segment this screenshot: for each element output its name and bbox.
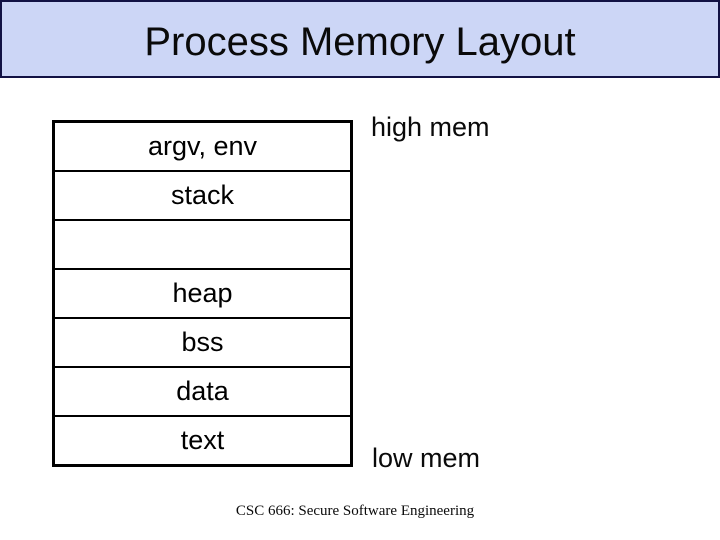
segment-label: argv, env: [147, 131, 258, 161]
slide-footer: CSC 666: Secure Software Engineering: [235, 503, 475, 519]
memory-segment-text: text: [55, 415, 350, 464]
segment-label: heap: [172, 278, 233, 308]
high-mem-label: high mem: [371, 112, 490, 142]
low-mem-label: low mem: [372, 443, 481, 473]
title-bar: Process Memory Layout: [0, 0, 720, 78]
page-title: Process Memory Layout: [144, 20, 576, 64]
memory-segment-argv-env: argv, env: [55, 123, 350, 170]
process-memory-diagram: argv, env stack heap bss data text: [52, 120, 353, 467]
segment-label: stack: [170, 180, 235, 210]
memory-segment-heap: heap: [55, 268, 350, 317]
segment-label: text: [180, 425, 225, 455]
memory-segment-unused: [55, 219, 350, 268]
segment-label: data: [176, 376, 229, 406]
segment-label: bss: [181, 327, 224, 357]
memory-segment-data: data: [55, 366, 350, 415]
memory-segment-bss: bss: [55, 317, 350, 366]
memory-segment-stack: stack: [55, 170, 350, 219]
